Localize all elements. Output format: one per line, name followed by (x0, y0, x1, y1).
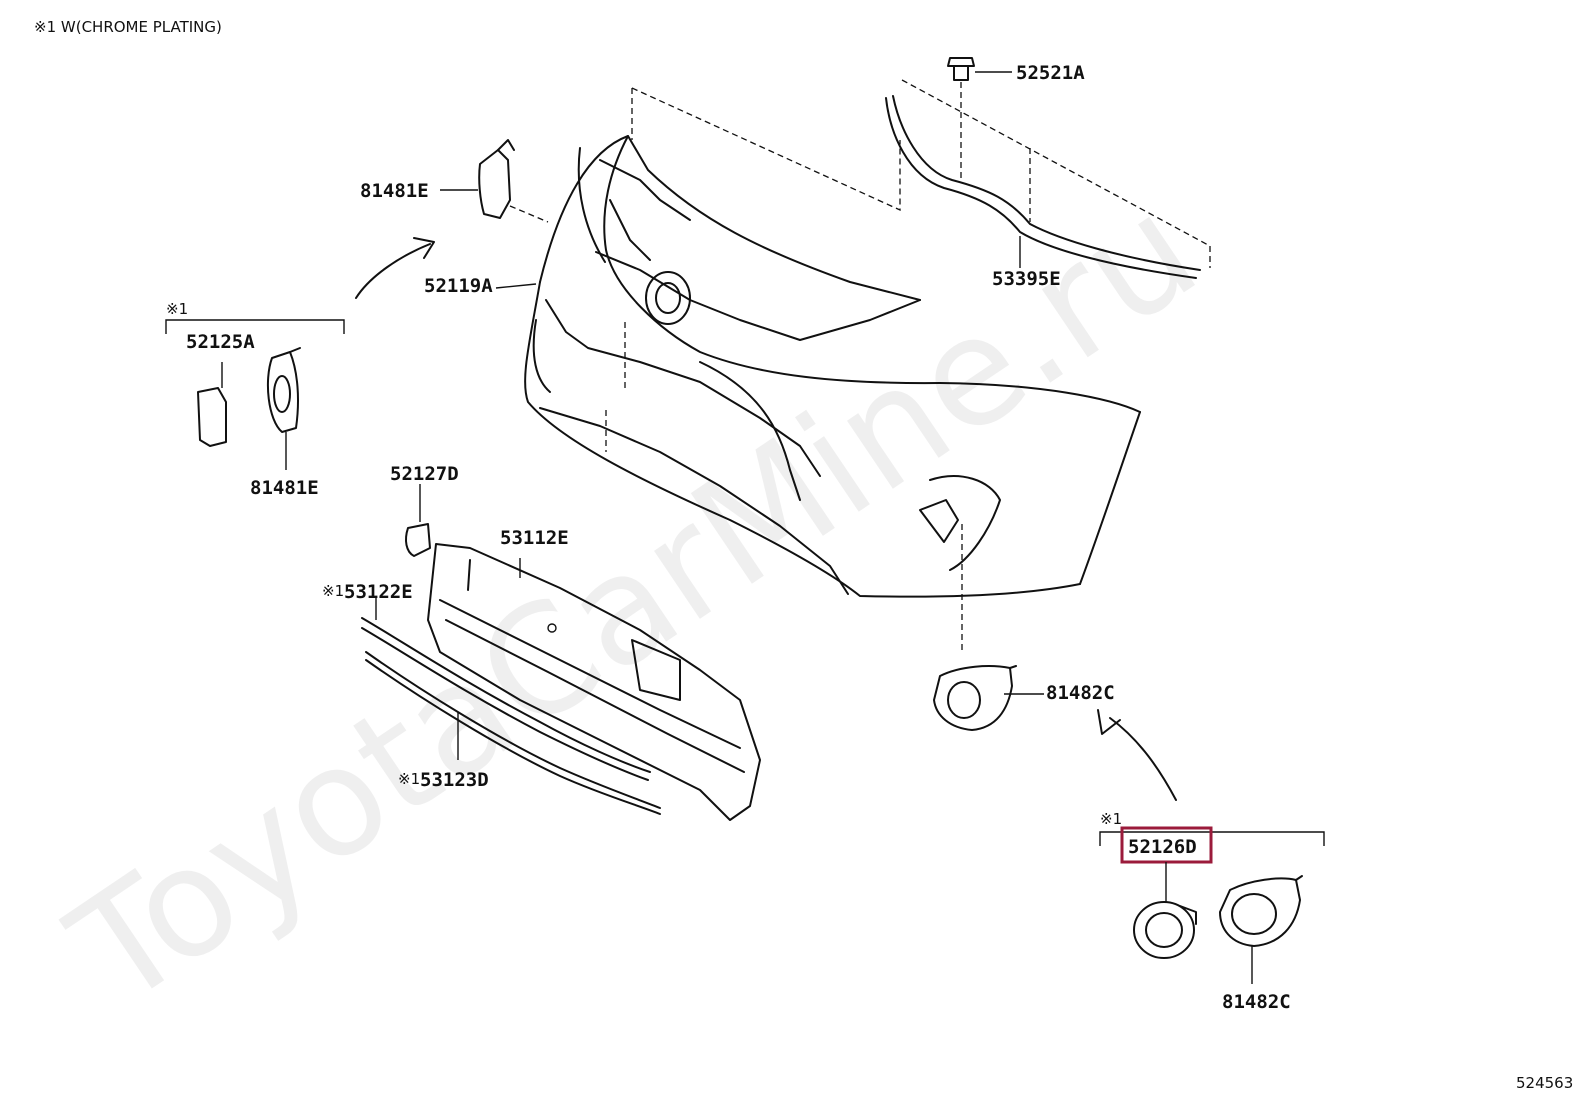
label-81482c-bottom[interactable]: 81482C (1222, 991, 1291, 1013)
bracket-81482c-bottom-drawing (1219, 875, 1303, 984)
bracket-81481e-left-drawing (266, 347, 301, 470)
cover-52126d-drawing (1133, 862, 1197, 959)
label-52125a[interactable]: 52125A (186, 331, 255, 353)
label-53395e[interactable]: 53395E (992, 268, 1061, 290)
mark-right-group: ※1 (1100, 810, 1122, 828)
arrow-up-left (355, 243, 431, 299)
cap-52127d-drawing (405, 484, 431, 557)
arrow-up-left-2 (1109, 717, 1177, 801)
mark-left-group: ※1 (166, 300, 188, 318)
clip-52521a-drawing (947, 57, 1012, 178)
label-52119a[interactable]: 52119A (424, 275, 493, 297)
bumper-cover-drawing (524, 135, 1141, 598)
watermark: ToyotaCarMine.ru (42, 163, 1226, 1041)
left-group-bracket (165, 319, 345, 334)
label-81482c-mid[interactable]: 81482C (1046, 682, 1115, 704)
bracket-81481e-top-drawing (440, 139, 515, 219)
molding-53395e-drawing (885, 79, 1211, 279)
label-53112e[interactable]: 53112E (500, 527, 569, 549)
label-53123d[interactable]: 53123D (420, 769, 489, 791)
grille-53112e-drawing (427, 543, 761, 821)
label-52521a[interactable]: 52521A (1016, 62, 1085, 84)
mark-53122e: ※1 (322, 582, 344, 600)
label-52126d[interactable]: 52126D (1128, 836, 1197, 858)
diagram-id: 524563 (1516, 1074, 1573, 1092)
label-81481e-left[interactable]: 81481E (250, 477, 319, 499)
bracket-81482c-mid-drawing (933, 665, 1044, 731)
header-note: ※1 W(CHROME PLATING) (34, 18, 222, 36)
cover-52125a-drawing (197, 362, 227, 447)
label-53122e[interactable]: 53122E (344, 581, 413, 603)
label-81481e-top[interactable]: 81481E (360, 180, 429, 202)
label-52127d[interactable]: 52127D (390, 463, 459, 485)
mark-53123d: ※1 (398, 770, 420, 788)
strip-53122e-drawing (361, 598, 651, 781)
strip-53123d-drawing (365, 651, 661, 815)
